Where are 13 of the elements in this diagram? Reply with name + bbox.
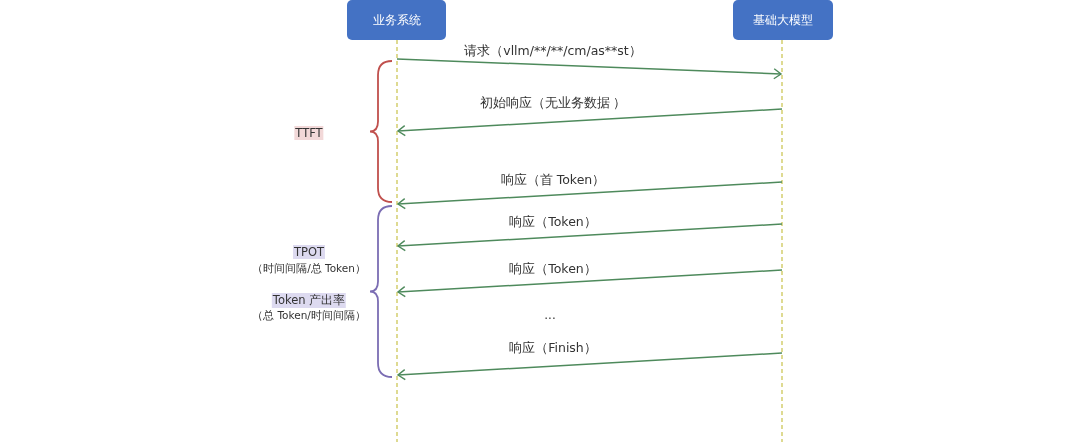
message-arrow <box>396 58 782 80</box>
metric-label: TPOT <box>293 245 325 259</box>
participant-box: 基础大模型 <box>733 0 833 40</box>
metric-label: TTFT <box>294 126 324 140</box>
message-arrow <box>397 108 783 137</box>
message-arrow <box>397 181 783 210</box>
message-arrow <box>397 269 783 298</box>
formula-note: （总 Token/时间间隔） <box>252 309 366 323</box>
message-arrow <box>397 223 783 252</box>
formula-note: （时间间隔/总 Token） <box>252 262 366 276</box>
ellipsis: ... <box>544 308 556 322</box>
participant-box: 业务系统 <box>347 0 446 40</box>
message-arrow <box>397 352 783 381</box>
